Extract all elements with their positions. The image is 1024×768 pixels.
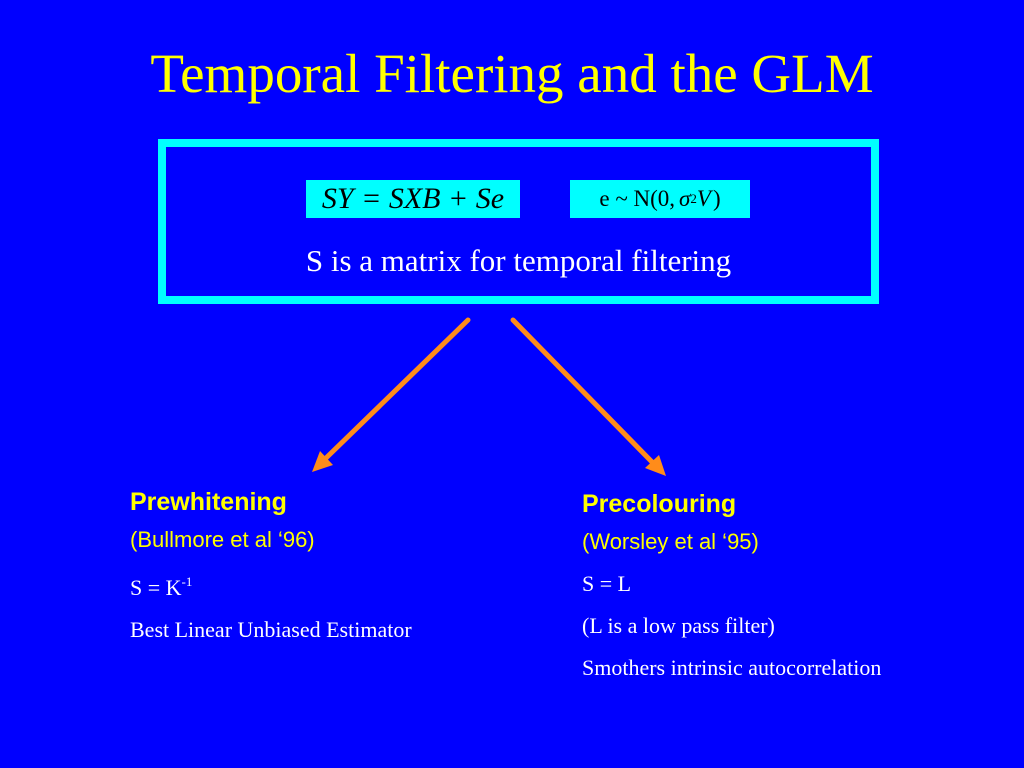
sigma-symbol: σ	[679, 186, 691, 211]
precolouring-formula: S = L	[582, 571, 632, 596]
arrow-to-prewhitening	[312, 317, 471, 472]
arrow-to-precolouring	[510, 317, 666, 476]
prewhitening-formula-power: -1	[181, 574, 193, 589]
noise-suffix: )	[712, 186, 721, 211]
sigma-power: 2	[690, 191, 697, 206]
precolouring-column: Precolouring (Worsley et al ‘95) S = L (…	[582, 487, 881, 683]
prewhitening-formula: S = K-1	[130, 567, 412, 603]
slide-title: Temporal Filtering and the GLM	[150, 43, 874, 104]
prewhitening-description: Best Linear Unbiased Estimator	[130, 617, 412, 642]
prewhitening-column: Prewhitening (Bullmore et al ‘96) S = K-…	[130, 485, 412, 645]
prewhitening-formula-base: S = K	[130, 575, 182, 600]
precolouring-heading: Precolouring	[582, 490, 737, 518]
covariance-matrix-symbol: V	[696, 186, 711, 211]
precolouring-note: (L is a low pass filter)	[582, 613, 775, 638]
noise-prefix: e ~ N(0,	[599, 186, 676, 211]
box-caption: S is a matrix for temporal filtering	[305, 243, 732, 278]
precolouring-description: Smothers intrinsic autocorrelation	[582, 655, 882, 680]
prewhitening-heading: Prewhitening	[130, 488, 287, 516]
precolouring-citation: (Worsley et al ‘95)	[582, 529, 759, 554]
prewhitening-citation: (Bullmore et al ‘96)	[130, 527, 315, 552]
glm-equation: SY = SXB + Se	[306, 180, 520, 218]
glm-equation-text: SY = SXB + Se	[321, 182, 505, 215]
